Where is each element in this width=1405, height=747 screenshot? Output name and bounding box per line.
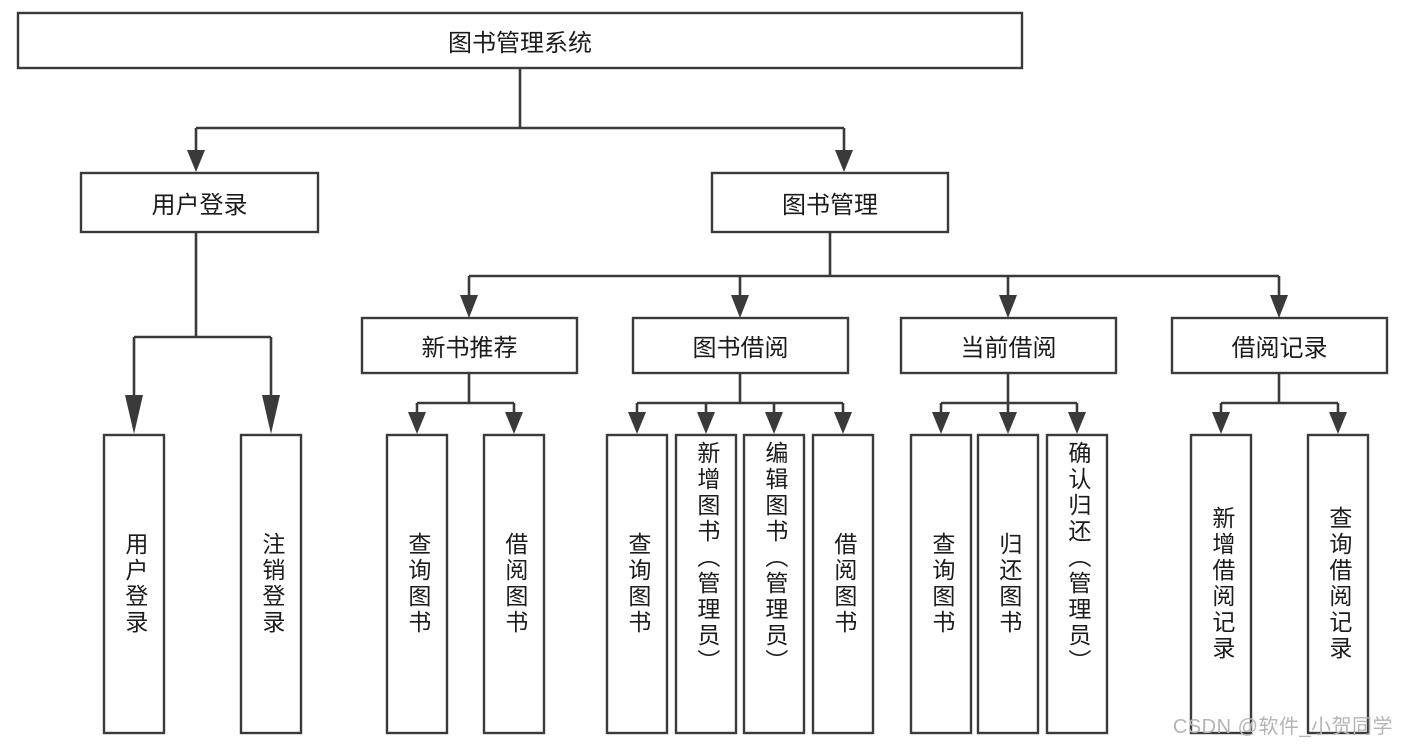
arrow-to-leaf-borrow-book-2 (834, 412, 852, 434)
node-box-leaf-query-book-2[interactable] (605, 433, 669, 735)
arrow-to-leaf-query-book-2 (628, 412, 646, 434)
arrow-to-leaf-user-logout (262, 395, 280, 434)
arrow-to-user-login (187, 150, 205, 172)
node-box-leaf-add-book[interactable] (674, 433, 738, 735)
node-box-user-login[interactable] (79, 171, 320, 234)
arrow-to-borrow-record (1270, 295, 1288, 318)
arrow-to-leaf-add-record (1212, 412, 1230, 434)
arrow-to-book-management (835, 150, 853, 172)
node-box-current-borrow[interactable] (899, 316, 1118, 375)
arrow-to-leaf-query-book-1 (408, 412, 426, 434)
node-box-borrow-record[interactable] (1170, 316, 1389, 375)
connector-current-borrow-to-leaves (932, 373, 1086, 434)
node-box-new-book-recommend[interactable] (360, 316, 579, 375)
node-box-book-management[interactable] (710, 171, 950, 234)
connector-root-to-level2 (187, 68, 853, 172)
node-box-leaf-return-book[interactable] (976, 433, 1040, 735)
arrow-to-leaf-query-book-3 (932, 412, 950, 434)
node-box-leaf-query-book-1[interactable] (385, 433, 449, 735)
node-box-book-borrow[interactable] (631, 316, 850, 375)
arrow-to-leaf-query-record (1329, 412, 1347, 434)
connector-user-login-to-leaves (125, 232, 280, 434)
connector-new-book-recommend-to-leaves (408, 373, 523, 434)
node-box-leaf-borrow-book-2[interactable] (811, 433, 875, 735)
node-box-leaf-add-record[interactable] (1189, 433, 1253, 735)
arrow-to-leaf-user-login (125, 395, 143, 434)
node-box-leaf-query-book-3[interactable] (909, 433, 973, 735)
node-box-leaf-user-logout[interactable] (239, 433, 303, 735)
arrow-to-leaf-return-book (999, 412, 1017, 434)
arrow-to-current-borrow (999, 295, 1017, 318)
node-box-leaf-confirm-return[interactable] (1045, 433, 1109, 735)
arrow-to-leaf-edit-book (765, 412, 783, 434)
node-box-leaf-user-login[interactable] (102, 433, 166, 735)
node-box-leaf-query-record[interactable] (1306, 433, 1370, 735)
arrow-to-new-book-recommend (460, 295, 478, 318)
arrow-to-leaf-borrow-book-1 (505, 412, 523, 434)
arrow-to-leaf-add-book (697, 412, 715, 434)
watermark-text: CSDN @软件_小贺同学 (1172, 716, 1393, 738)
node-box-root[interactable] (16, 11, 1024, 70)
connector-book-management-to-level3 (460, 232, 1288, 318)
node-box-leaf-borrow-book-1[interactable] (482, 433, 546, 735)
connector-book-borrow-to-leaves (628, 373, 852, 434)
arrow-to-leaf-confirm-return (1068, 412, 1086, 434)
node-box-leaf-edit-book[interactable] (742, 433, 806, 735)
arrow-to-book-borrow (731, 295, 749, 318)
connector-borrow-record-to-leaves (1212, 373, 1347, 434)
